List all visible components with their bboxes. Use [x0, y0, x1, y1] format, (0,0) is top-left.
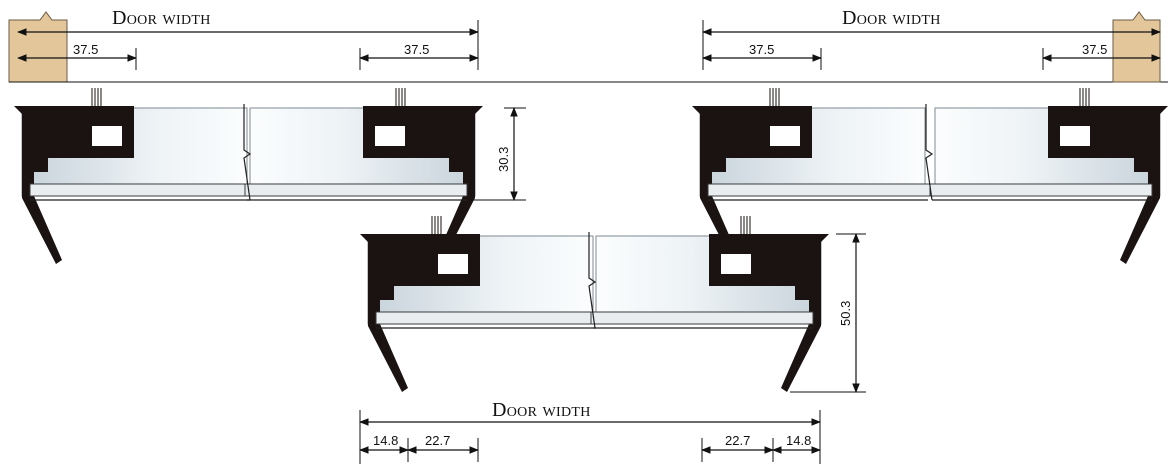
- dim-22-7: 22.7: [725, 433, 750, 448]
- brush-seal-icon: [769, 88, 1090, 106]
- dim-37-5: 37.5: [749, 42, 774, 57]
- right-wood-frame: [1112, 11, 1161, 83]
- seal-profile-left: [359, 233, 599, 393]
- dim-30-3: 30.3: [496, 147, 511, 172]
- door-width-label: Door width: [842, 7, 941, 29]
- dim-14-8: 14.8: [373, 433, 398, 448]
- break-line: [588, 232, 597, 329]
- brush-seal-icon: [91, 88, 406, 106]
- door-width-label: Door width: [112, 7, 211, 29]
- break-line: [925, 104, 934, 201]
- dim-37-5: 37.5: [73, 42, 98, 57]
- dim-14-8: 14.8: [786, 433, 811, 448]
- dim-22-7: 22.7: [425, 433, 450, 448]
- seal-profile-right: [590, 233, 830, 393]
- dim-37-5: 37.5: [1082, 42, 1107, 57]
- dim-50-3: 50.3: [838, 301, 853, 326]
- left-wood-frame: [8, 11, 68, 83]
- door-width-label: Door width: [492, 399, 591, 421]
- seal-profile-left: [13, 105, 253, 265]
- bottom-assembly: 50.3 Door width 14.8 22.7 22.7 14.8: [359, 216, 866, 464]
- top-right-assembly: Door width 37.5 37.5: [691, 7, 1168, 265]
- brush-seal-icon: [431, 216, 751, 234]
- break-line: [243, 104, 252, 201]
- top-left-assembly: Door width 37.5 37.5 30.3: [8, 7, 1168, 265]
- dim-37-5: 37.5: [404, 42, 429, 57]
- seal-profile-right: [929, 105, 1168, 265]
